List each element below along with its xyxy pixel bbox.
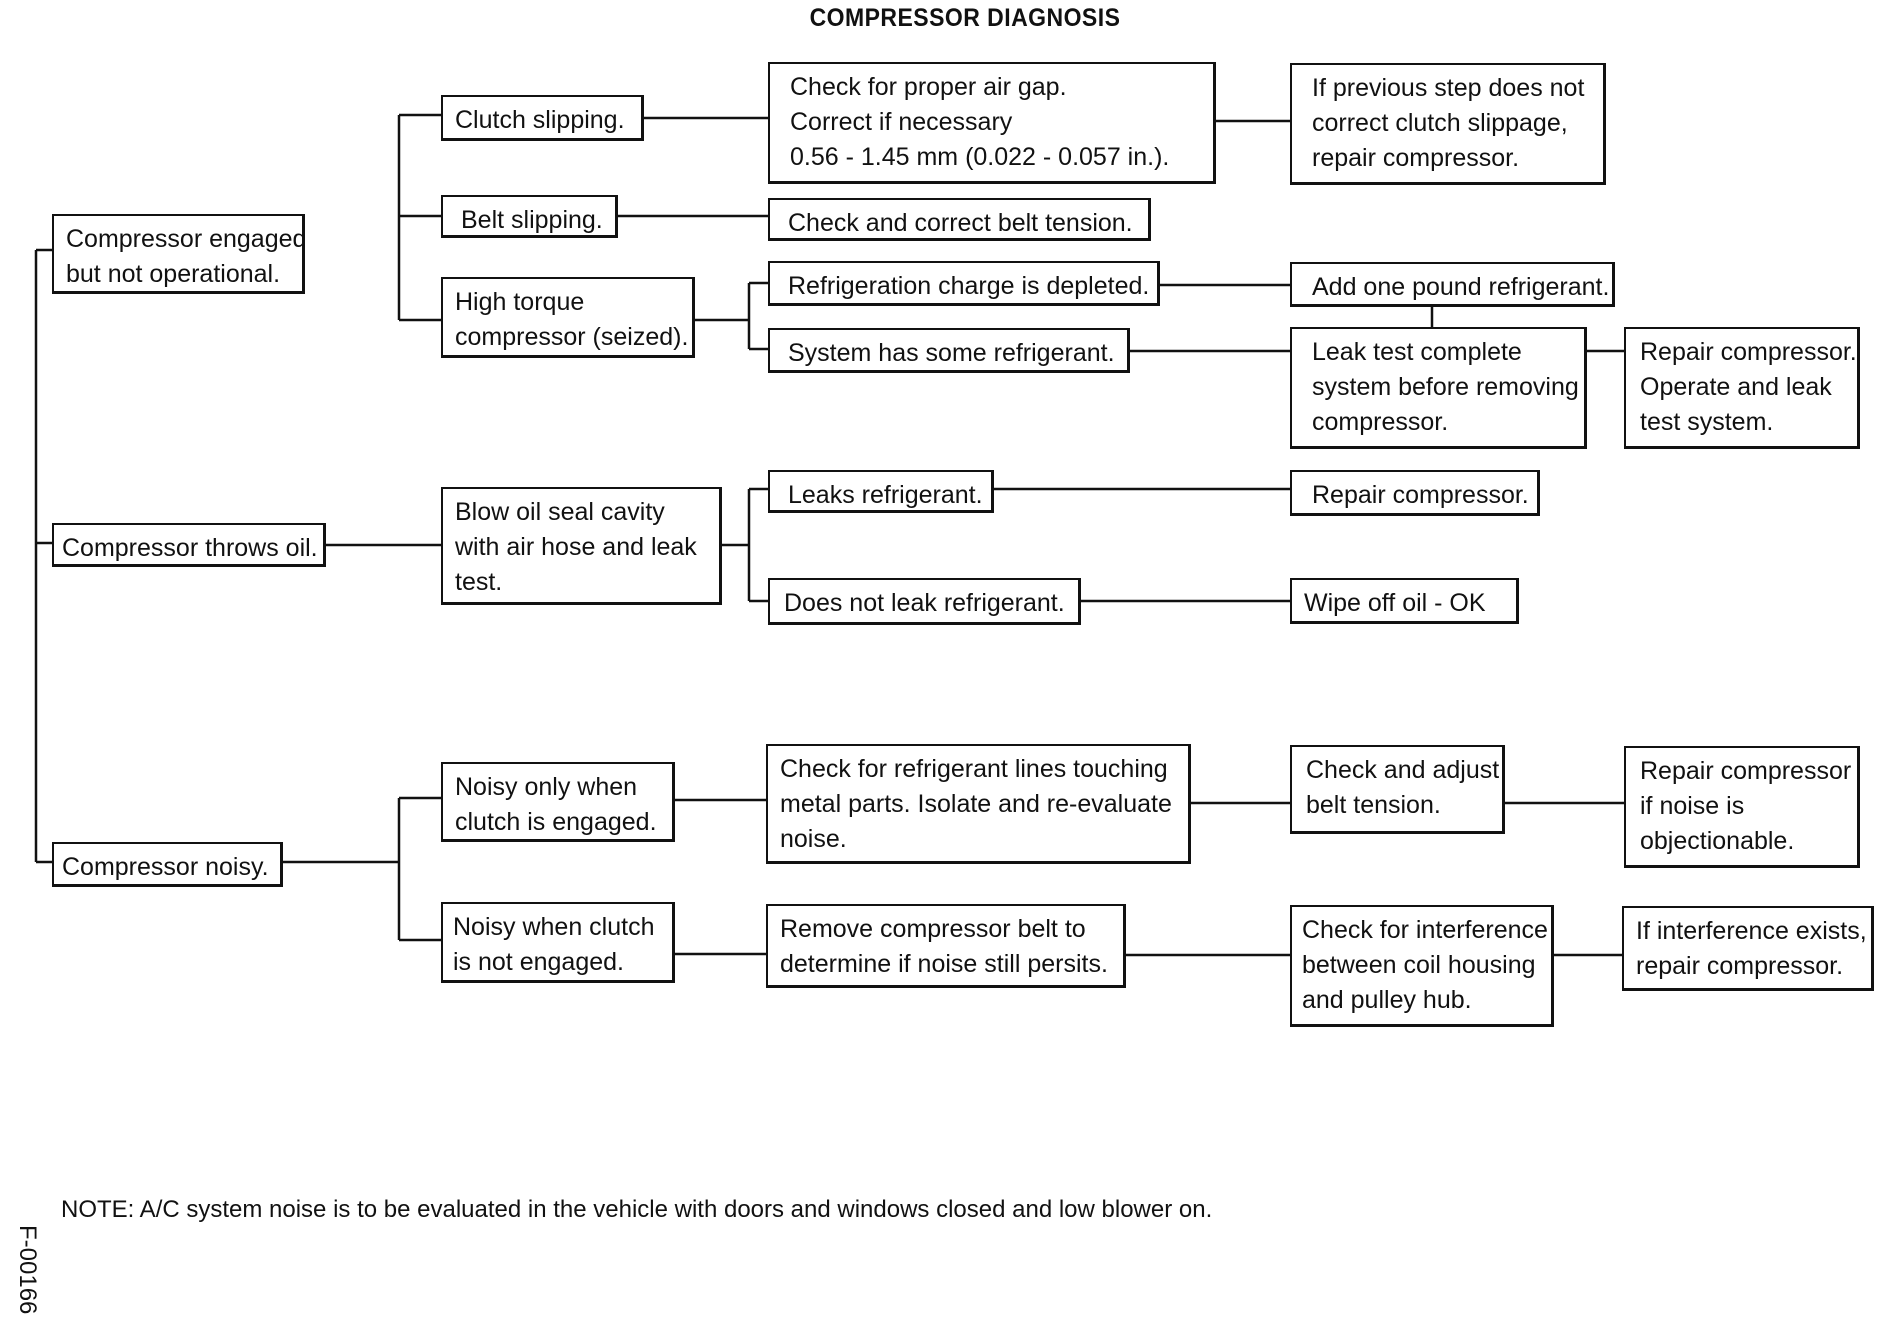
box-text-line: Remove compressor belt to [780,915,1086,943]
box-remove-belt: Remove compressor belt to determine if no… [766,904,1126,988]
box-text-line: Clutch slipping. [455,106,625,134]
box-text-line: Refrigeration charge is depleted. [788,272,1150,300]
box-text-line: metal parts. Isolate and re-evaluate [780,790,1172,818]
box-text-line: system before removing [1312,373,1579,401]
box-text-line: is not engaged. [453,948,624,976]
box-text-line: if noise is [1640,792,1745,820]
box-some-refrigerant: System has some refrigerant. [768,328,1130,373]
box-repair-if-noise: Repair compressor if noise is objectionabl… [1624,746,1860,868]
branch-noisy [397,796,441,942]
box-text-line: Check for refrigerant lines touching [780,755,1168,783]
box-text-line: Check and correct belt tension. [788,209,1133,237]
diagram-title: COMPRESSOR DIAGNOSIS [809,4,1121,32]
box-text-line: 0.56 - 1.45 mm (0.022 - 0.057 in.). [790,143,1170,171]
box-adjust-belt: Check and adjust belt tension. [1290,745,1505,834]
box-text-line: test. [455,568,503,596]
box-if-interference: If interference exists, repair compressor… [1622,906,1874,991]
box-text-line: objectionable. [1640,827,1795,855]
box-leaks-refrigerant: Leaks refrigerant. [768,470,994,513]
box-text-line: with air hose and leak [455,533,697,561]
box-check-interference: Check for interference between coil housi… [1290,905,1554,1027]
box-blow-oil-seal: Blow oil seal cavity with air hose and le… [441,487,722,605]
box-check-air-gap: Check for proper air gap. Correct if nece… [768,62,1216,184]
box-text-line: test system. [1640,408,1774,436]
box-text-line: Compressor noisy. [62,853,269,881]
box-text-line: If interference exists, [1636,917,1867,945]
box-text-line: Compressor throws oil. [62,534,318,562]
box-text-line: correct clutch slippage, [1312,109,1568,137]
box-text-line: Leak test complete [1312,338,1522,366]
box-noisy-clutch-not-engaged: Noisy when clutch is not engaged. [441,902,675,983]
box-noisy: Compressor noisy. [52,842,283,887]
box-throws-oil: Compressor throws oil. [52,523,326,567]
box-text-line: Check and adjust [1306,756,1500,784]
box-check-belt-tension: Check and correct belt tension. [768,198,1151,241]
box-engaged-not-operational: Compressor engaged but not operational. [52,214,305,294]
box-text-line: Wipe off oil - OK [1304,589,1486,617]
box-text-line: Operate and leak [1640,373,1832,401]
box-text-line: clutch is engaged. [455,808,657,836]
box-text-line: between coil housing [1302,951,1536,979]
box-text-line: determine if noise still persits. [780,950,1108,978]
trunk-line [34,248,52,864]
box-text-line: Belt slipping. [461,206,603,234]
box-text-line: Noisy only when [455,773,638,801]
box-add-refrigerant: Add one pound refrigerant. [1290,262,1615,307]
box-text-line: repair compressor. [1312,144,1520,172]
box-text-line: Check for interference [1302,916,1548,944]
box-text-line: compressor (seized). [455,323,689,351]
box-text-line: Noisy when clutch [453,913,655,941]
box-text-line: Does not leak refrigerant. [784,589,1065,617]
box-repair-operate-leak-test: Repair compressor. Operate and leak test s… [1624,327,1860,449]
box-text-line: System has some refrigerant. [788,339,1115,367]
box-text-line: Repair compressor [1640,757,1852,785]
footnote: NOTE: A/C system noise is to be evaluate… [61,1196,1213,1223]
box-text-line: Repair compressor. [1640,338,1857,366]
box-text-line: and pulley hub. [1302,986,1472,1014]
box-wipe-oil: Wipe off oil - OK [1290,578,1519,624]
box-noisy-clutch-engaged: Noisy only when clutch is engaged. [441,762,675,842]
box-text-line: Compressor engaged [66,225,305,253]
box-does-not-leak: Does not leak refrigerant. [768,578,1081,625]
box-belt-slipping: Belt slipping. [441,195,618,238]
box-check-lines-touching: Check for refrigerant lines touching meta… [766,744,1191,864]
box-text-line: Repair compressor. [1312,481,1529,509]
box-clutch-slipping: Clutch slipping. [441,95,644,141]
box-text-line: Add one pound refrigerant. [1312,273,1610,301]
box-text-line: noise. [780,825,847,853]
box-repair-compressor: Repair compressor. [1290,470,1540,516]
box-text-line: If previous step does not [1312,74,1585,102]
box-text-line: belt tension. [1306,791,1441,819]
branch-blow [722,487,768,603]
box-text-line: repair compressor. [1636,952,1844,980]
box-previous-step: If previous step does not correct clutch … [1290,63,1606,185]
box-charge-depleted: Refrigeration charge is depleted. [768,261,1160,306]
box-text-line: Blow oil seal cavity [455,498,665,526]
box-text-line: compressor. [1312,408,1449,436]
figure-code: F-00166 [14,1225,41,1315]
box-text-line: Check for proper air gap. [790,73,1067,101]
box-text-line: but not operational. [66,260,281,288]
branch-torque [695,281,768,351]
box-leak-test-complete: Leak test complete system before removing… [1290,327,1587,449]
box-text-line: Leaks refrigerant. [788,481,983,509]
branch-clutch-belt-torque [397,113,441,322]
box-high-torque: High torque compressor (seized). [441,277,695,358]
box-text-line: Correct if necessary [790,108,1013,136]
box-text-line: High torque [455,288,585,316]
